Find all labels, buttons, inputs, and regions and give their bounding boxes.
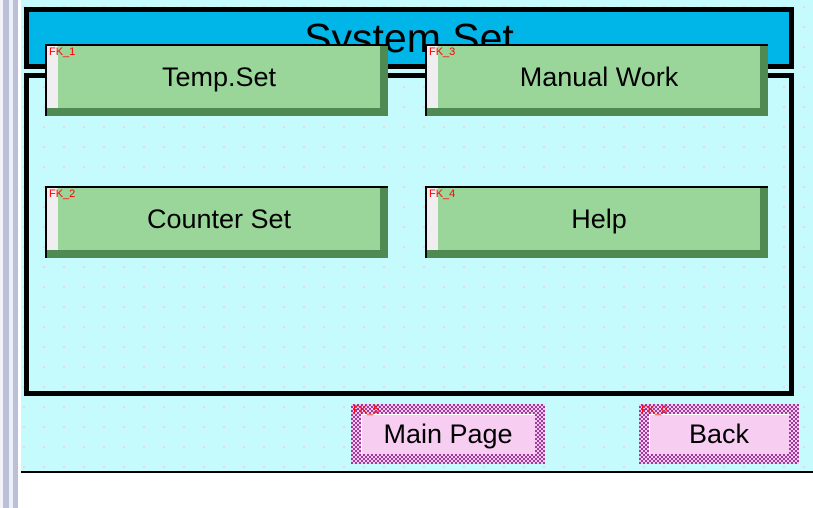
fk5-main-page-button[interactable]: Main Page FK_5	[351, 404, 545, 464]
button-face: Manual Work	[438, 46, 760, 108]
button-face: Main Page	[361, 414, 535, 454]
window-edge-scrollbar-track[interactable]	[13, 0, 18, 508]
button-bevel	[47, 188, 58, 250]
button-face: Back	[649, 414, 789, 454]
button-face: Temp.Set	[58, 46, 380, 108]
fk4-label: Help	[571, 203, 627, 234]
button-bevel	[427, 188, 438, 250]
window-edge-inner	[18, 0, 21, 508]
fk1-tag: FK_1	[49, 46, 76, 58]
button-bevel	[427, 46, 438, 108]
fk0-back-button[interactable]: Back FK_0	[639, 404, 799, 464]
screen-canvas: System Set Temp.Set FK_1 Manual Work FK_…	[21, 0, 813, 473]
fk4-help-button[interactable]: Help FK_4	[425, 186, 768, 258]
fk5-tag: FK_5	[353, 404, 380, 416]
fk1-label: Temp.Set	[161, 61, 277, 92]
window-edge-highlight	[0, 0, 3, 508]
button-face: Counter Set	[58, 188, 380, 250]
window-edge-shadow	[3, 0, 9, 508]
window-edge-gap	[9, 0, 13, 508]
button-bevel	[47, 46, 58, 108]
main-panel	[24, 73, 794, 396]
fk3-label: Manual Work	[519, 61, 679, 92]
fk0-tag: FK_0	[641, 404, 668, 416]
fk3-manual-work-button[interactable]: Manual Work FK_3	[425, 44, 768, 116]
fk2-label: Counter Set	[146, 203, 292, 234]
fk3-tag: FK_3	[429, 46, 456, 58]
fk4-tag: FK_4	[429, 188, 456, 200]
fk1-temp-set-button[interactable]: Temp.Set FK_1	[45, 44, 388, 116]
below-screen-area	[21, 475, 813, 508]
fk2-counter-set-button[interactable]: Counter Set FK_2	[45, 186, 388, 258]
fk2-tag: FK_2	[49, 188, 76, 200]
button-face: Help	[438, 188, 760, 250]
fk5-label: Main Page	[383, 418, 513, 449]
fk0-label: Back	[688, 418, 750, 449]
